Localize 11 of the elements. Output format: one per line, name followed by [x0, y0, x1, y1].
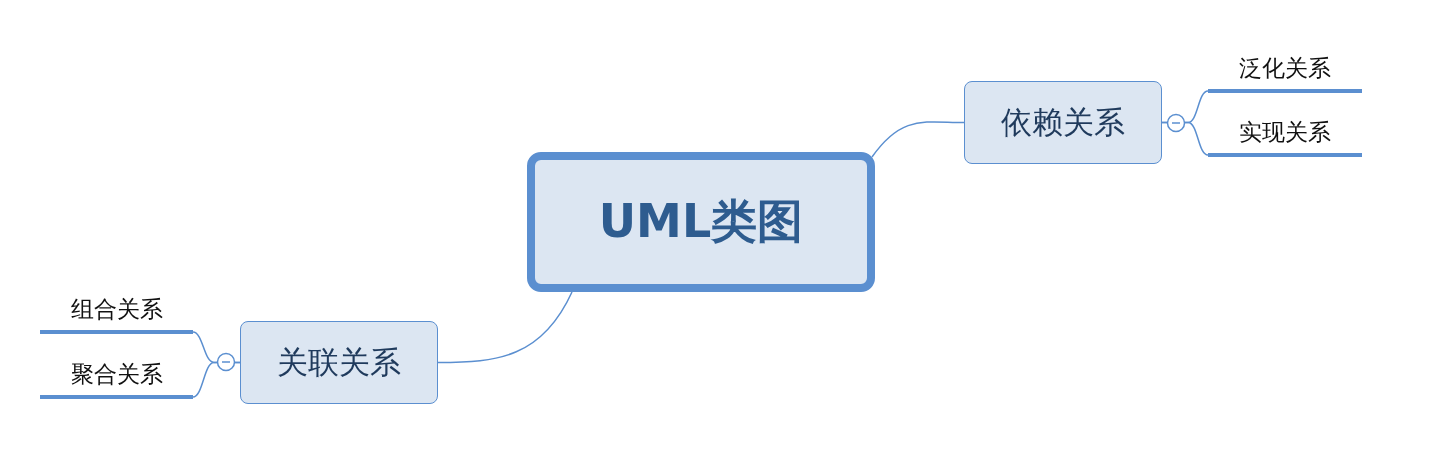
- connector-line: [437, 291, 573, 364]
- connector-line: [871, 121, 965, 158]
- subtopic-label: 泛化关系: [1208, 44, 1362, 93]
- connector-line: [192, 361, 241, 398]
- topic-box: 关联关系: [240, 321, 438, 404]
- central-topic-box: UML类图: [527, 152, 875, 292]
- connector-line: [1161, 121, 1209, 156]
- topic-box: 依赖关系: [964, 81, 1162, 164]
- subtopic-label: 聚合关系: [40, 350, 193, 399]
- subtopic-label: 实现关系: [1208, 108, 1362, 157]
- subtopic-label: 组合关系: [40, 285, 193, 334]
